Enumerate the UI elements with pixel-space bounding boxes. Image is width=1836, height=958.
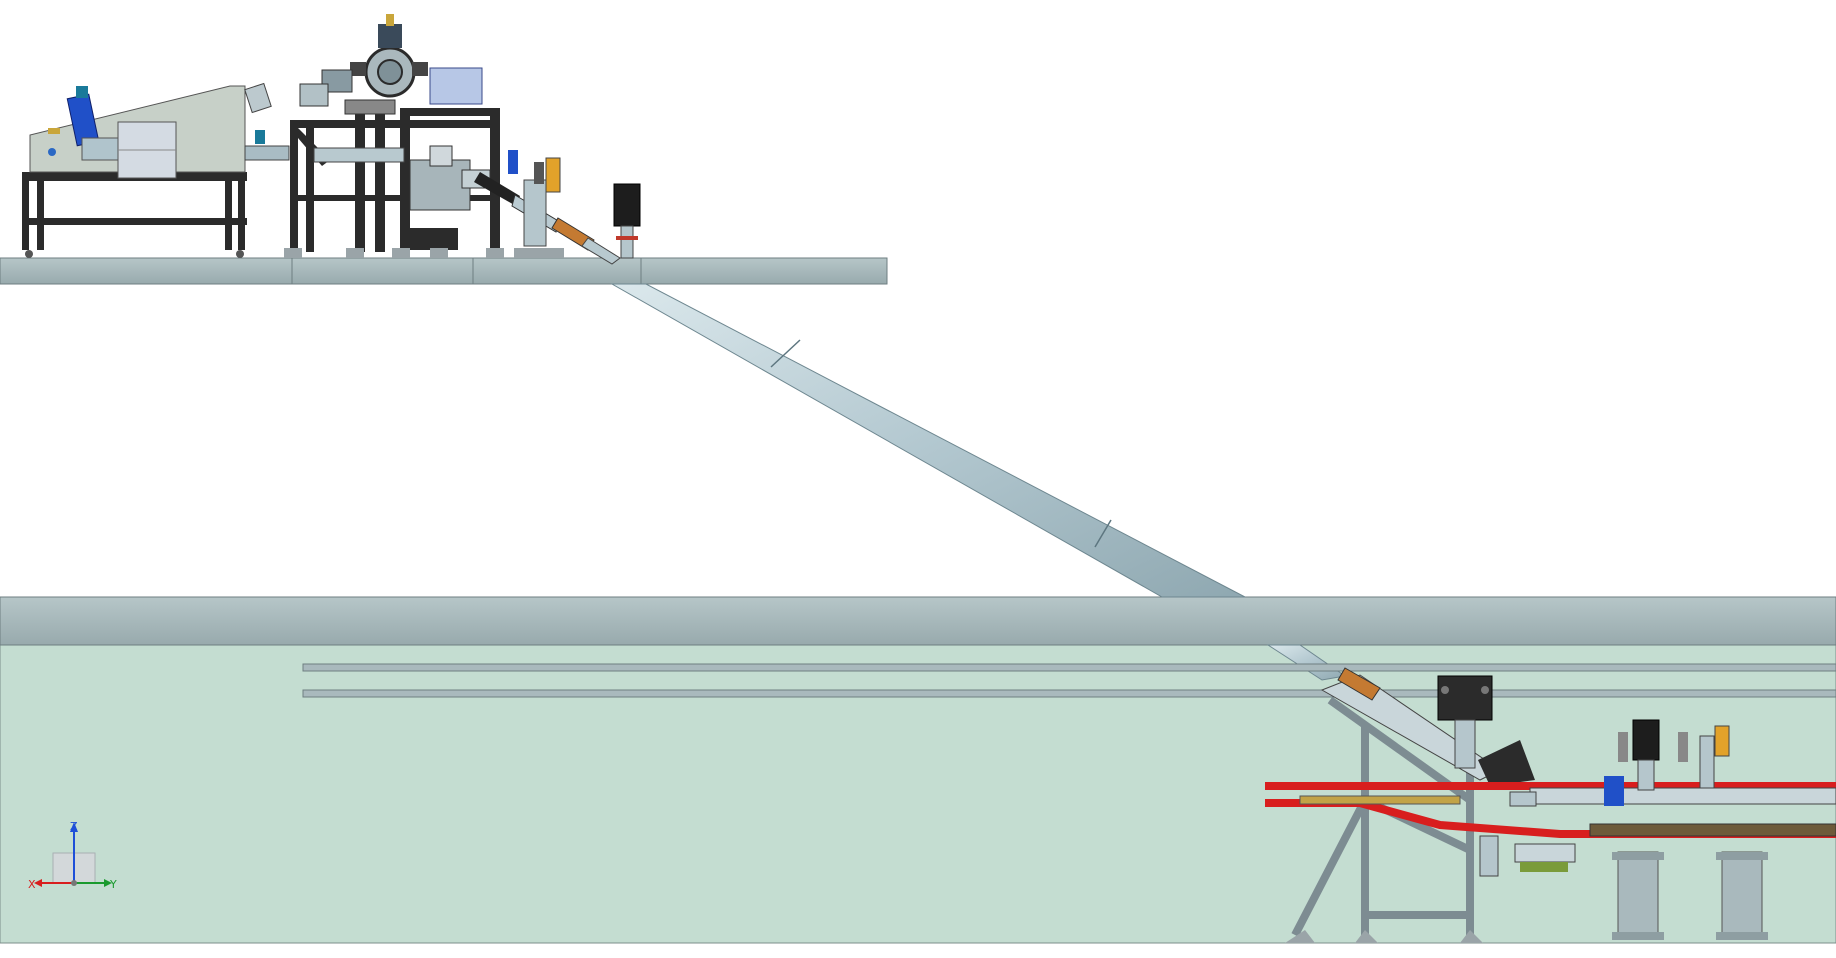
gauge-post (523, 157, 561, 247)
lower-beamline-assembly[interactable] (1265, 667, 1836, 943)
black-control-box (613, 183, 641, 259)
upper-foot-pads (284, 248, 564, 258)
right-gauge-modules (1618, 719, 1730, 791)
upper-equipment-assembly[interactable] (22, 14, 641, 265)
tall-vacuum-column (1437, 675, 1493, 769)
z-axis-label: Z (70, 820, 78, 833)
y-axis-label: Y (109, 878, 117, 891)
support-pedestals (1612, 851, 1768, 940)
enclosure-port-icon (48, 148, 56, 156)
blue-motor-assembly (66, 86, 119, 161)
lower-hall-rails (302, 663, 1836, 698)
truss-feet (1285, 930, 1483, 943)
middle-steel-frame (290, 108, 500, 252)
left-table-frame (22, 172, 247, 258)
top-vacuum-chamber (299, 14, 483, 115)
coordinate-triad: Z X Y (28, 820, 117, 891)
frame-lower-instrument (409, 145, 491, 250)
lower-floor-slab (0, 596, 1836, 646)
upper-floor-slab (0, 257, 888, 285)
x-axis-label: X (28, 878, 36, 891)
beam-pipe-structure (1299, 776, 1836, 837)
under-beam-components (1479, 835, 1576, 877)
